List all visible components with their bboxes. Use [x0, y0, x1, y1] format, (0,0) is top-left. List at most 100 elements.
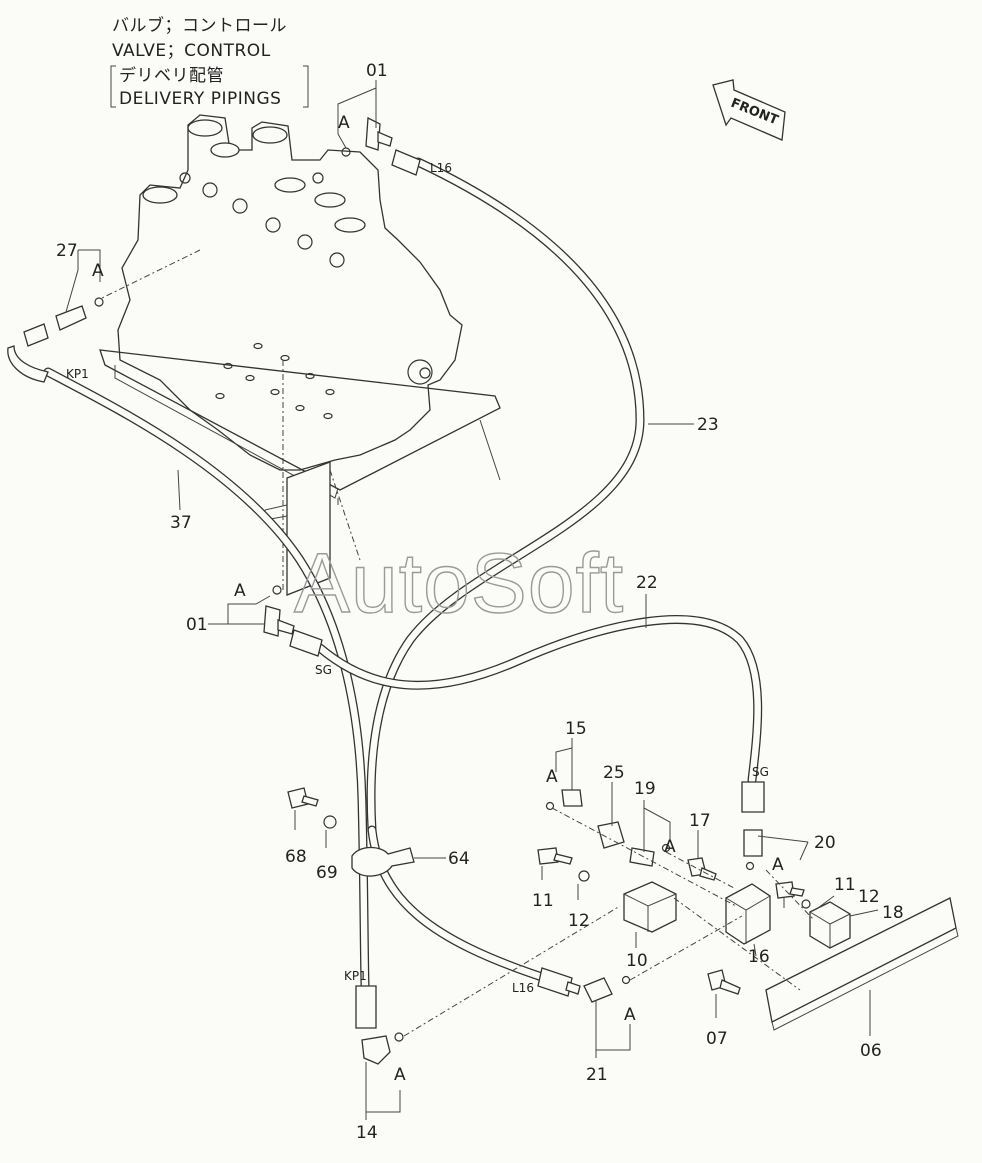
callout-06: 06 — [860, 1041, 882, 1061]
fitting-01-mid[interactable] — [263, 585, 295, 637]
callout-23: 23 — [697, 415, 719, 435]
clamp-64[interactable] — [351, 846, 415, 877]
callout-25: 25 — [603, 763, 625, 783]
label-sg-right: SG — [752, 765, 769, 779]
callout-07: 07 — [706, 1029, 728, 1049]
callout-14: 14 — [356, 1123, 378, 1143]
subtitle-jp: デリベリ配管 — [119, 65, 224, 86]
label-l16-bottom: L16 — [512, 981, 534, 995]
spool-cap-3 — [142, 186, 178, 204]
callout-10: 10 — [626, 951, 648, 971]
washer-69[interactable] — [323, 815, 337, 829]
callout-11-right: 11 — [834, 875, 856, 895]
plate-edge — [114, 365, 339, 499]
fitting-21[interactable] — [583, 975, 631, 1003]
callout-a-27: A — [92, 261, 104, 281]
callout-01-top: 01 — [366, 61, 388, 81]
front-label: FRONT — [729, 96, 781, 129]
elbow-kp1-top[interactable] — [7, 323, 49, 383]
mount-hole — [419, 367, 431, 379]
label-sg-mid: SG — [315, 663, 332, 677]
bolt-68[interactable] — [287, 787, 319, 809]
fitting-20[interactable] — [743, 829, 763, 871]
bolt-11-right[interactable] — [775, 881, 805, 899]
callout-37: 37 — [170, 513, 192, 533]
callout-22: 22 — [636, 573, 658, 593]
callout-12-right: 12 — [858, 887, 880, 907]
port-hole-1 — [202, 182, 218, 198]
center-line-2 — [101, 249, 201, 299]
mount-boss — [407, 359, 433, 385]
valve-base-plate — [99, 349, 501, 491]
callout-11-left: 11 — [532, 891, 554, 911]
watermark: AutoSoft — [294, 536, 624, 630]
washer-12-left[interactable] — [578, 870, 590, 882]
front-arrow-icon — [712, 79, 786, 141]
elbow-14[interactable] — [361, 1032, 404, 1065]
callout-a-15: A — [546, 767, 558, 787]
port-hole-4 — [297, 234, 313, 250]
block-10[interactable] — [623, 881, 677, 933]
bolt-07[interactable] — [707, 969, 741, 995]
spool-cap-4 — [210, 142, 240, 158]
o-ring-27 — [94, 297, 104, 307]
washer-12-right[interactable] — [801, 899, 811, 909]
title-block: バルブ；コントロール VALVE；CONTROL デリベリ配管 DELIVERY… — [110, 15, 309, 109]
block-16[interactable] — [725, 883, 771, 945]
callout-12-left: 12 — [568, 911, 590, 931]
callout-20: 20 — [814, 833, 836, 853]
title-jp: バルブ；コントロール — [112, 15, 287, 36]
leader-lines — [65, 80, 879, 1120]
callout-15: 15 — [565, 719, 587, 739]
callout-a-21: A — [624, 1005, 636, 1025]
assembly-lines — [403, 807, 815, 1037]
bolt-holes — [215, 342, 335, 420]
bracket-right — [303, 65, 309, 108]
label-kp1-bottom: KP1 — [344, 969, 367, 983]
fitting-27[interactable] — [55, 297, 104, 331]
o-ring-19 — [661, 843, 671, 853]
callout-16: 16 — [748, 947, 770, 967]
bolt-11-left[interactable] — [537, 847, 573, 865]
port-hole-7 — [312, 172, 324, 184]
callout-19: 19 — [634, 779, 656, 799]
port-hole-5 — [329, 252, 345, 268]
fitting-01-top[interactable] — [341, 116, 393, 157]
fitting-l16-bottom[interactable] — [537, 967, 581, 997]
hose-37 — [43, 367, 370, 990]
callout-64: 64 — [448, 849, 470, 869]
valve-outline — [117, 114, 463, 471]
callout-21: 21 — [586, 1065, 608, 1085]
callout-a-19: A — [664, 837, 676, 857]
callout-01-mid: 01 — [186, 615, 208, 635]
callout-27: 27 — [56, 241, 78, 261]
spool-cap-5 — [274, 177, 306, 193]
fitting-25[interactable] — [597, 821, 625, 849]
o-ring-top — [341, 147, 351, 157]
spool-cap-1 — [187, 119, 223, 137]
fitting-kp1-bottom[interactable] — [355, 985, 377, 1029]
label-l16-top: L16 — [430, 161, 452, 175]
callout-18: 18 — [882, 903, 904, 923]
o-ring-21 — [621, 975, 631, 985]
block-18[interactable] — [809, 901, 851, 949]
callout-a-01-top: A — [338, 113, 350, 133]
fitting-sg-right[interactable] — [741, 781, 765, 813]
callout-a-14: A — [394, 1065, 406, 1085]
o-ring-14 — [394, 1032, 404, 1042]
fitting-19[interactable] — [629, 843, 671, 867]
fitting-l16-top[interactable] — [391, 149, 421, 176]
hose-22 — [315, 615, 763, 785]
bracket-left — [110, 65, 116, 108]
spool-cap-2 — [252, 126, 288, 144]
callout-a-20: A — [772, 855, 784, 875]
fitting-15[interactable] — [545, 789, 583, 811]
bracket-plate-06[interactable] — [765, 897, 959, 1031]
port-hole-2 — [232, 198, 248, 214]
port-hole-6 — [179, 172, 191, 184]
callout-a-01-mid: A — [234, 581, 246, 601]
fitting-sg-mid[interactable] — [289, 629, 323, 657]
plate-leg — [337, 419, 501, 505]
spool-cap-6 — [314, 192, 346, 208]
